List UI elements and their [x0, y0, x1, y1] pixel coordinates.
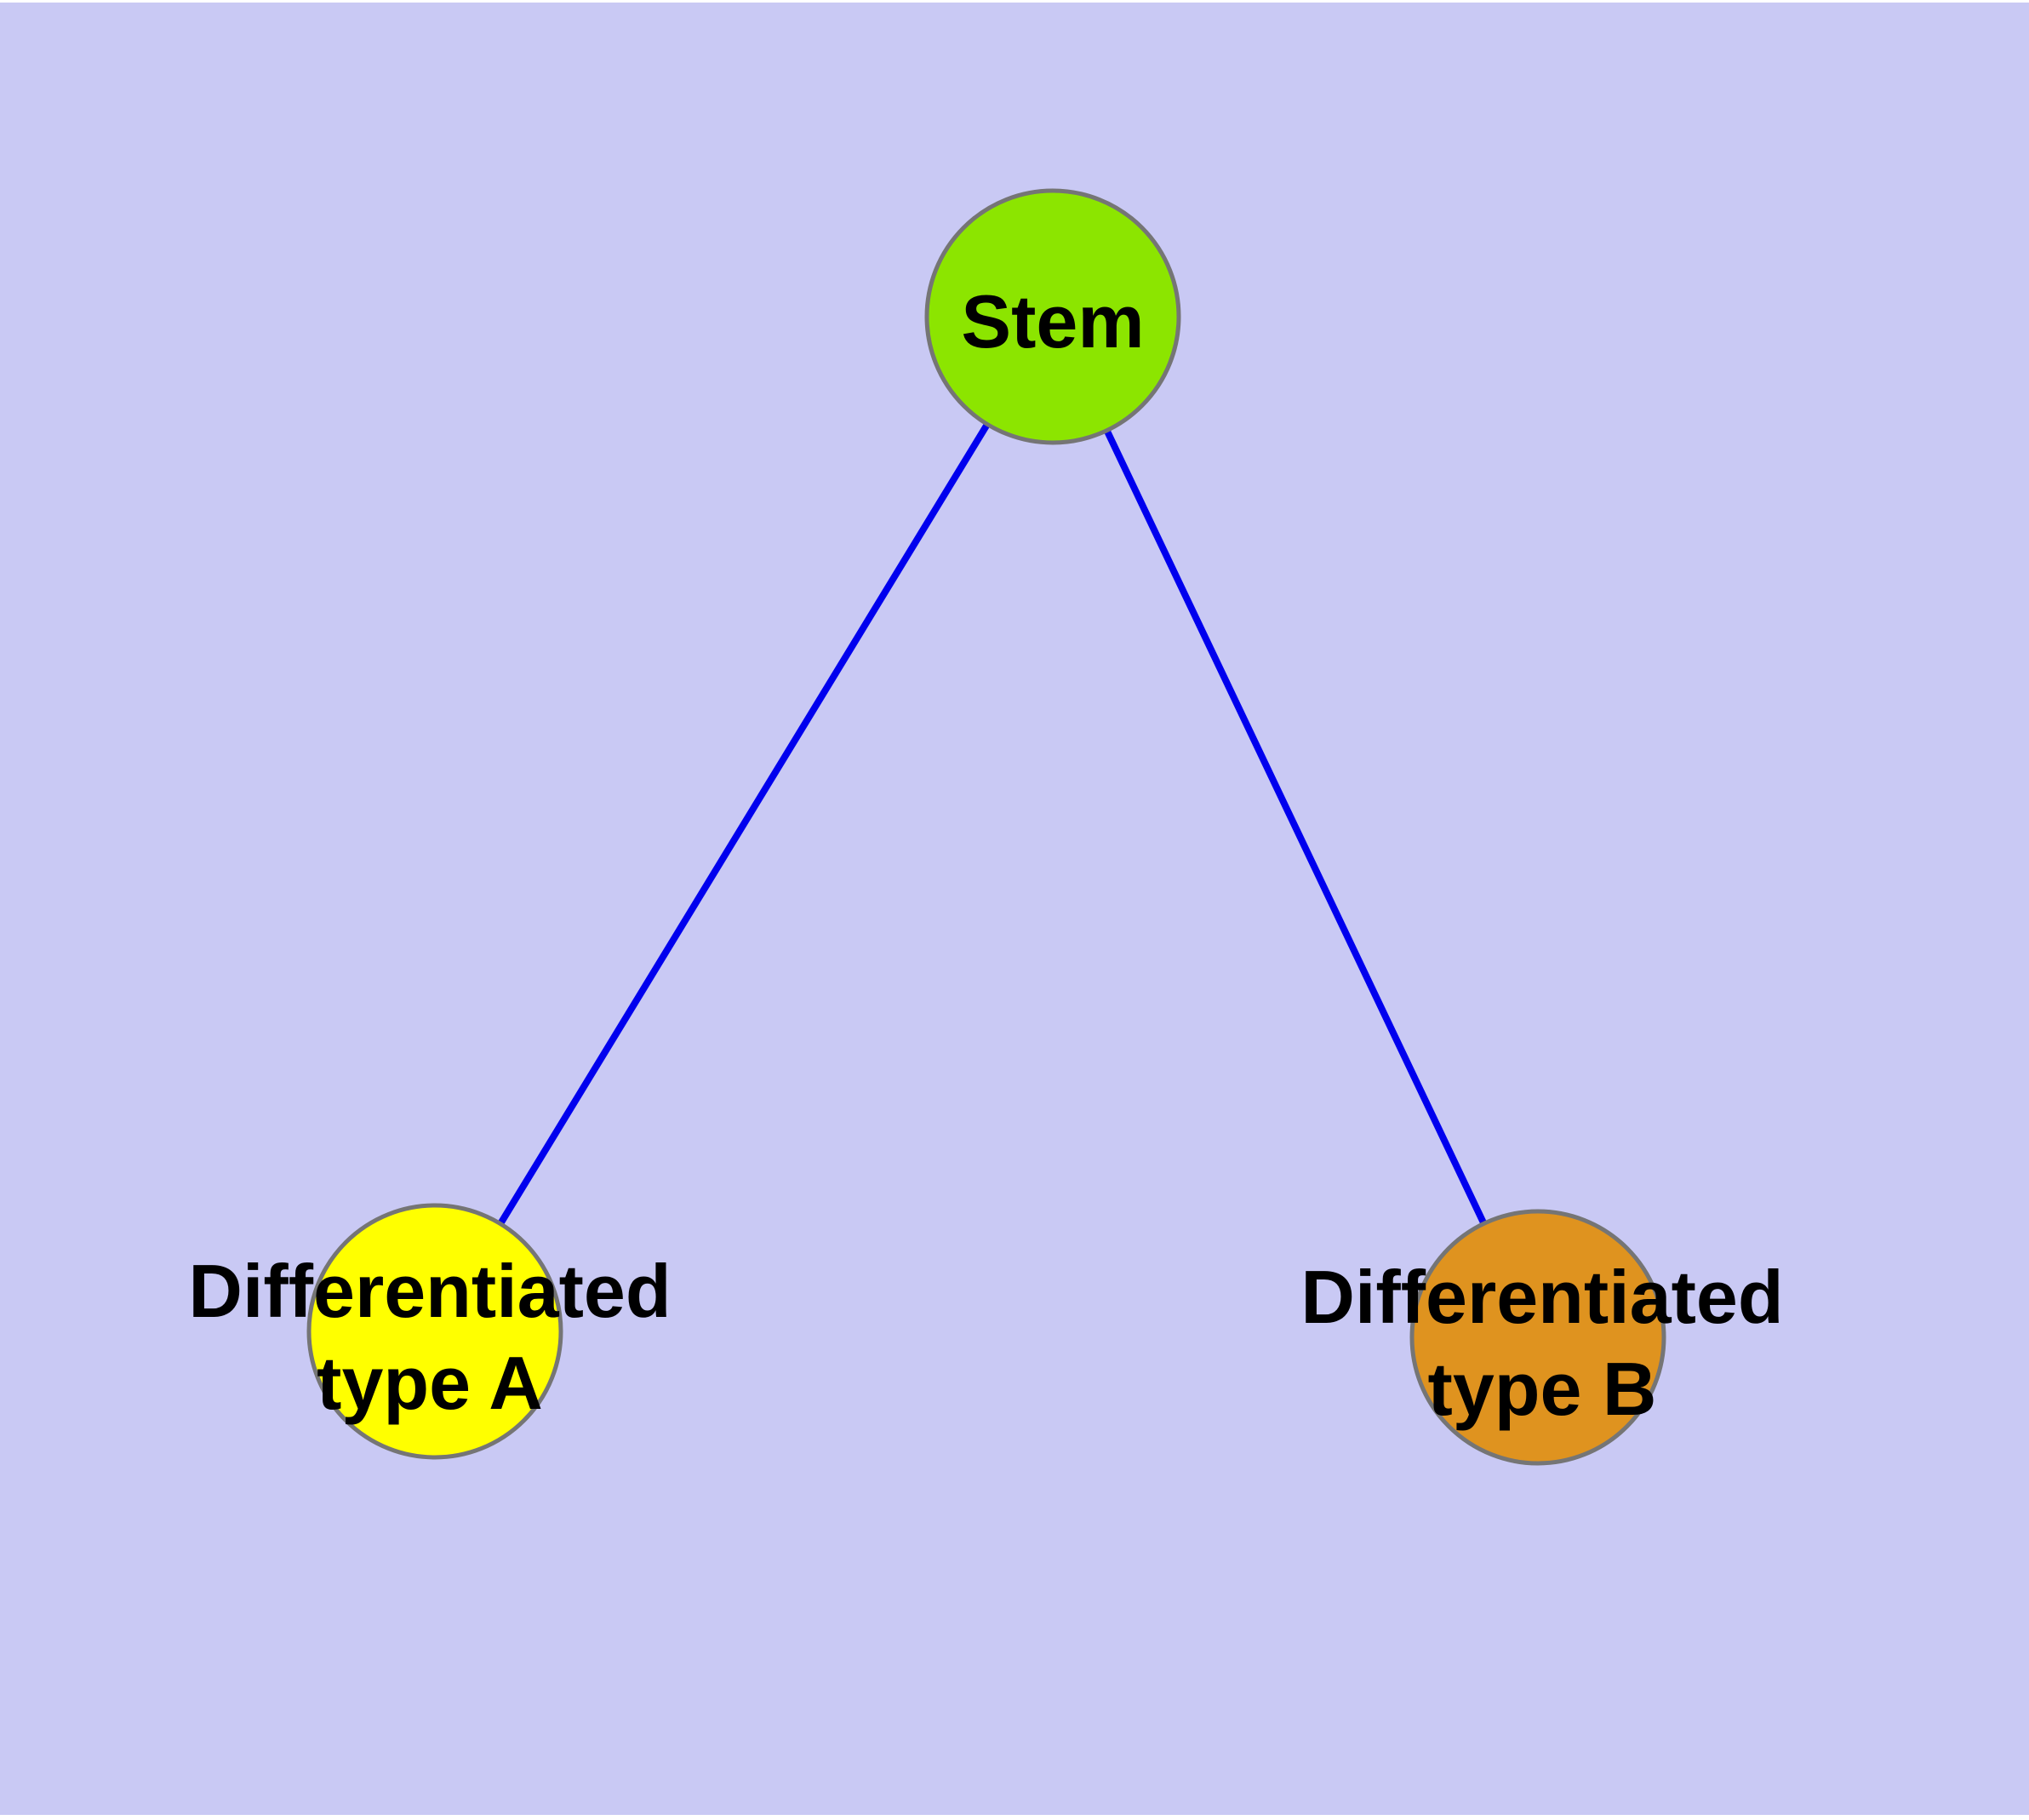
node-differentiated-type-a-label-line2: type A [317, 1341, 543, 1425]
node-stem [924, 188, 1181, 445]
label-group: Stem Differentiated type A Differentiate… [188, 279, 1783, 1431]
node-stem-circle [924, 188, 1181, 445]
edge-stem-to-type-b [1049, 315, 1541, 1339]
node-differentiated-type-a-circle [306, 1203, 563, 1460]
edge-group [432, 314, 1541, 1339]
node-differentiated-type-b-label-line2: type B [1428, 1347, 1657, 1431]
edge-stem-to-type-a [432, 314, 1056, 1334]
node-differentiated-type-b-circle [1409, 1209, 1666, 1466]
node-differentiated-type-b-label-line1: Differentiated [1300, 1255, 1783, 1339]
node-stem-label: Stem [961, 279, 1144, 363]
node-differentiated-type-a-label-line1: Differentiated [188, 1249, 671, 1333]
node-differentiated-type-a [306, 1203, 563, 1460]
node-differentiated-type-b [1409, 1209, 1666, 1466]
